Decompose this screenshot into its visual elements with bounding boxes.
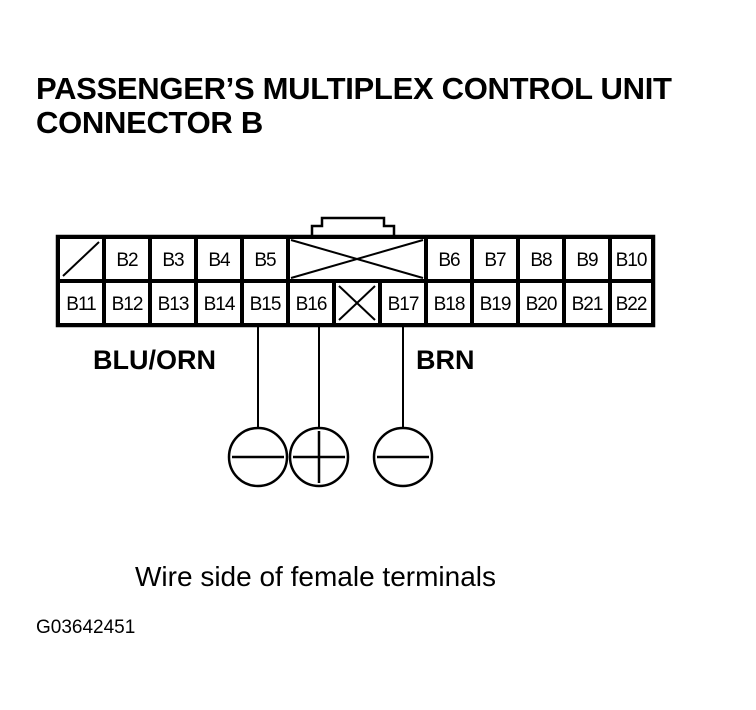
cavity-b9	[564, 237, 610, 281]
view-caption: Wire side of female terminals	[135, 561, 497, 592]
title-line-2: CONNECTOR B	[36, 105, 263, 140]
pin-label-b18: B18	[434, 294, 465, 315]
pin-label-b8: B8	[530, 250, 552, 271]
negative-terminal-symbol-left	[227, 426, 289, 488]
pin-label-b10: B10	[616, 250, 647, 271]
diagram-title: PASSENGER’S MULTIPLEX CONTROL UNIT CONNE…	[36, 72, 672, 140]
figure-code: G03642451	[36, 617, 136, 638]
pin-label-b7: B7	[484, 250, 506, 271]
connector-lock-tab	[310, 216, 396, 236]
cavity-b10	[610, 237, 653, 281]
cavity-b21	[564, 281, 610, 325]
pin-label-b6: B6	[438, 250, 460, 271]
cavity-b19	[472, 281, 518, 325]
cavity-b5	[242, 237, 288, 281]
cavity-b14	[196, 281, 242, 325]
pin-label-b4: B4	[208, 250, 231, 271]
pin-label-b17: B17	[388, 294, 419, 315]
positive-terminal-symbol	[288, 426, 350, 488]
cavity-b3	[150, 237, 196, 281]
wire-label-brn: BRN	[416, 345, 475, 375]
cavity-b15	[242, 281, 288, 325]
cavity-b12	[104, 281, 150, 325]
pin-label-b5: B5	[254, 250, 276, 271]
cavity-b18	[426, 281, 472, 325]
cavity-b13	[150, 281, 196, 325]
pin-label-b13: B13	[158, 294, 189, 315]
cavity-b16	[288, 281, 334, 325]
unused-block	[288, 237, 426, 281]
unused-block-cross-b	[290, 239, 424, 279]
pin-label-b9: B9	[576, 250, 598, 271]
pin-label-b14: B14	[204, 294, 236, 315]
wire-label-blu-orn: BLU/ORN	[93, 345, 216, 375]
title-line-1: PASSENGER’S MULTIPLEX CONTROL UNIT	[36, 71, 672, 106]
pin-label-b16: B16	[296, 294, 327, 315]
cavity-b22	[610, 281, 653, 325]
pin-label-b21: B21	[572, 294, 603, 315]
pin-label-b20: B20	[526, 294, 557, 315]
cavity-blocked	[334, 281, 380, 325]
cavity-b4	[196, 237, 242, 281]
cavity-b2	[104, 237, 150, 281]
pin-label-b12: B12	[112, 294, 143, 315]
pin-label-b15: B15	[250, 294, 281, 315]
cavity-b1-blank	[58, 237, 104, 281]
cavity-b11	[58, 281, 104, 325]
pin-label-b22: B22	[616, 294, 647, 315]
cavity-b1-slash	[62, 241, 100, 277]
connector-top-row: B2 B3 B4 B5 B6 B7 B8 B9 B10	[58, 237, 653, 281]
pin-label-b3: B3	[162, 250, 184, 271]
negative-terminal-symbol-right	[372, 426, 434, 488]
cavity-blocked-cross-b	[338, 285, 376, 321]
cavity-b8	[518, 237, 564, 281]
pin-label-b19: B19	[480, 294, 511, 315]
connector-shell	[55, 234, 656, 328]
cavity-b6	[426, 237, 472, 281]
pin-label-b2: B2	[116, 250, 138, 271]
pin-label-b11: B11	[66, 294, 96, 315]
connector-bottom-row: B11 B12 B13 B14 B15 B16 B17 B18 B19 B20 …	[58, 281, 653, 325]
cavity-b20	[518, 281, 564, 325]
cavity-b7	[472, 237, 518, 281]
